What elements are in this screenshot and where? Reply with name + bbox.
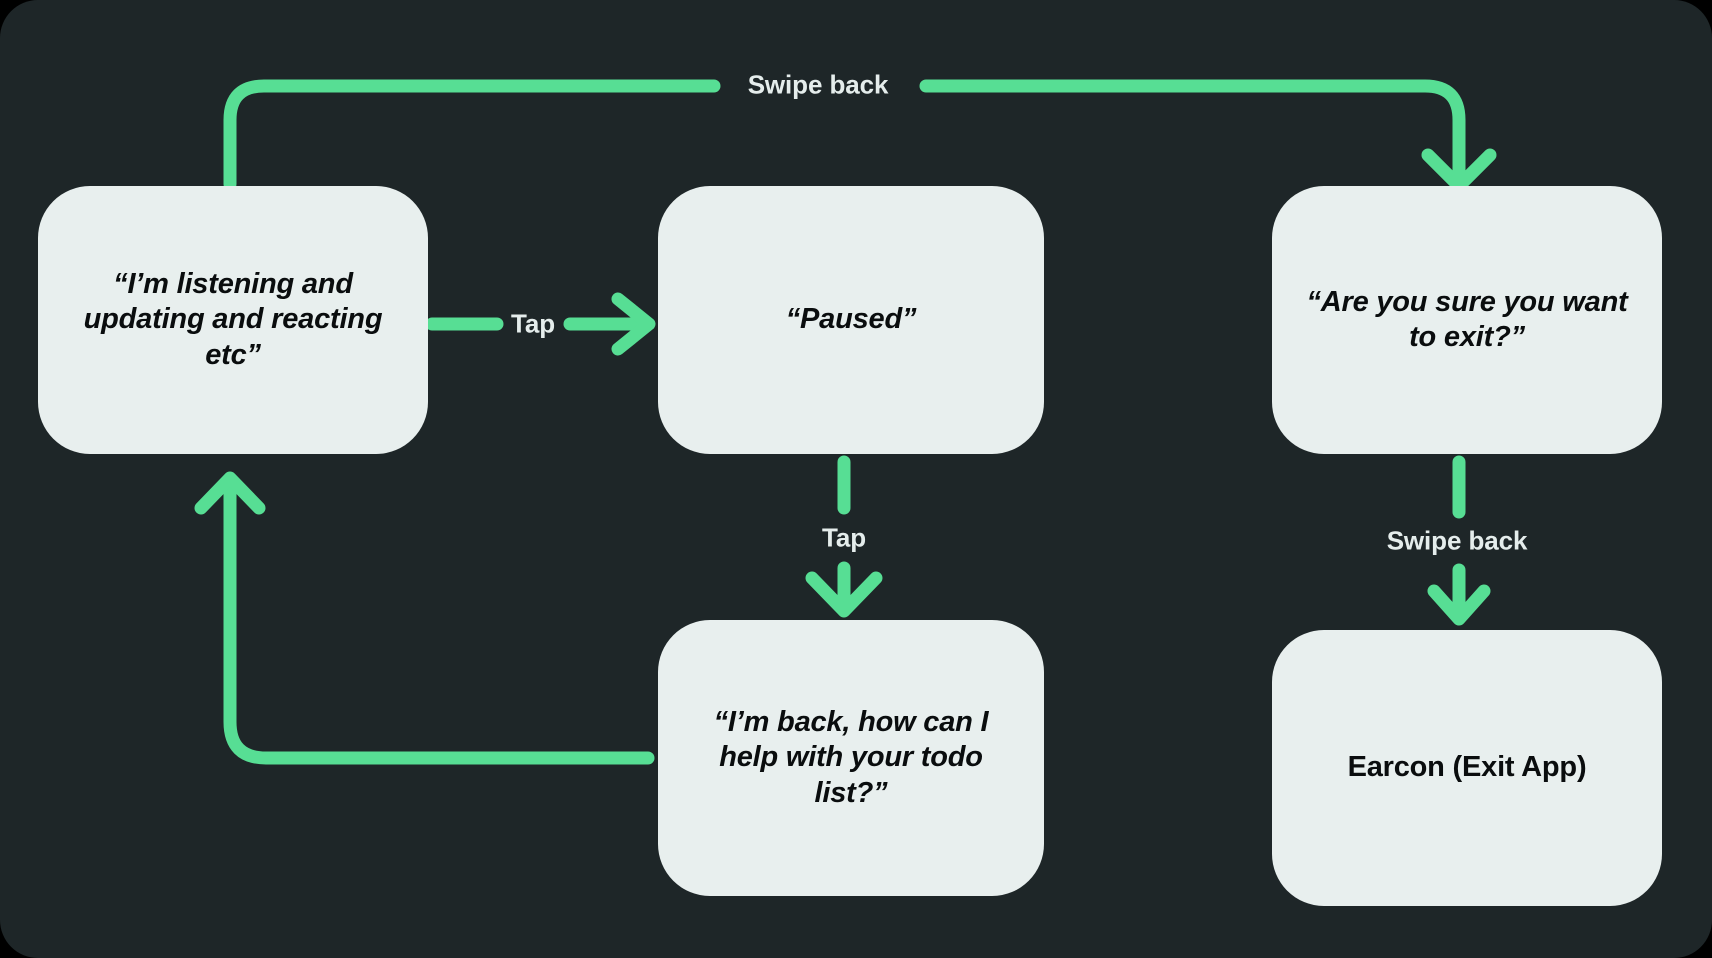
node-paused-label: “Paused” [785, 303, 917, 336]
edge-listening-to-exit-right [919, 79, 1466, 190]
edge-label-swipe-back-top: Swipe back [747, 69, 889, 100]
node-earcon-label: Earcon (Exit App) [1347, 751, 1587, 784]
arrowhead-down-back [805, 571, 883, 618]
arrowhead-down-exit [1421, 148, 1497, 193]
node-listening-label: “I’m listening and updating and reacting… [83, 267, 383, 371]
node-back[interactable]: “I’m back, how can I help with your todo… [658, 620, 1044, 896]
arrowhead-up-listening [194, 471, 266, 515]
arrowhead-right-paused [611, 292, 656, 356]
node-listening[interactable]: “I’m listening and updating and reacting… [38, 186, 428, 454]
arrowhead-down-earcon [1427, 584, 1491, 626]
edge-label-tap-listening-paused: Tap [511, 308, 555, 339]
node-earcon[interactable]: Earcon (Exit App) [1272, 630, 1662, 906]
edge-back-to-listening [223, 475, 655, 765]
node-exit-confirm[interactable]: “Are you sure you want to exit?” [1272, 186, 1662, 454]
node-exit-confirm-label: “Are you sure you want to exit?” [1306, 285, 1628, 353]
node-paused[interactable]: “Paused” [658, 186, 1044, 454]
edge-label-tap-paused-back: Tap [822, 522, 866, 553]
edge-label-swipe-back-exit-earcon: Swipe back [1386, 525, 1528, 556]
node-back-label: “I’m back, how can I help with your todo… [713, 705, 989, 809]
edge-listening-to-exit-left [223, 79, 721, 191]
